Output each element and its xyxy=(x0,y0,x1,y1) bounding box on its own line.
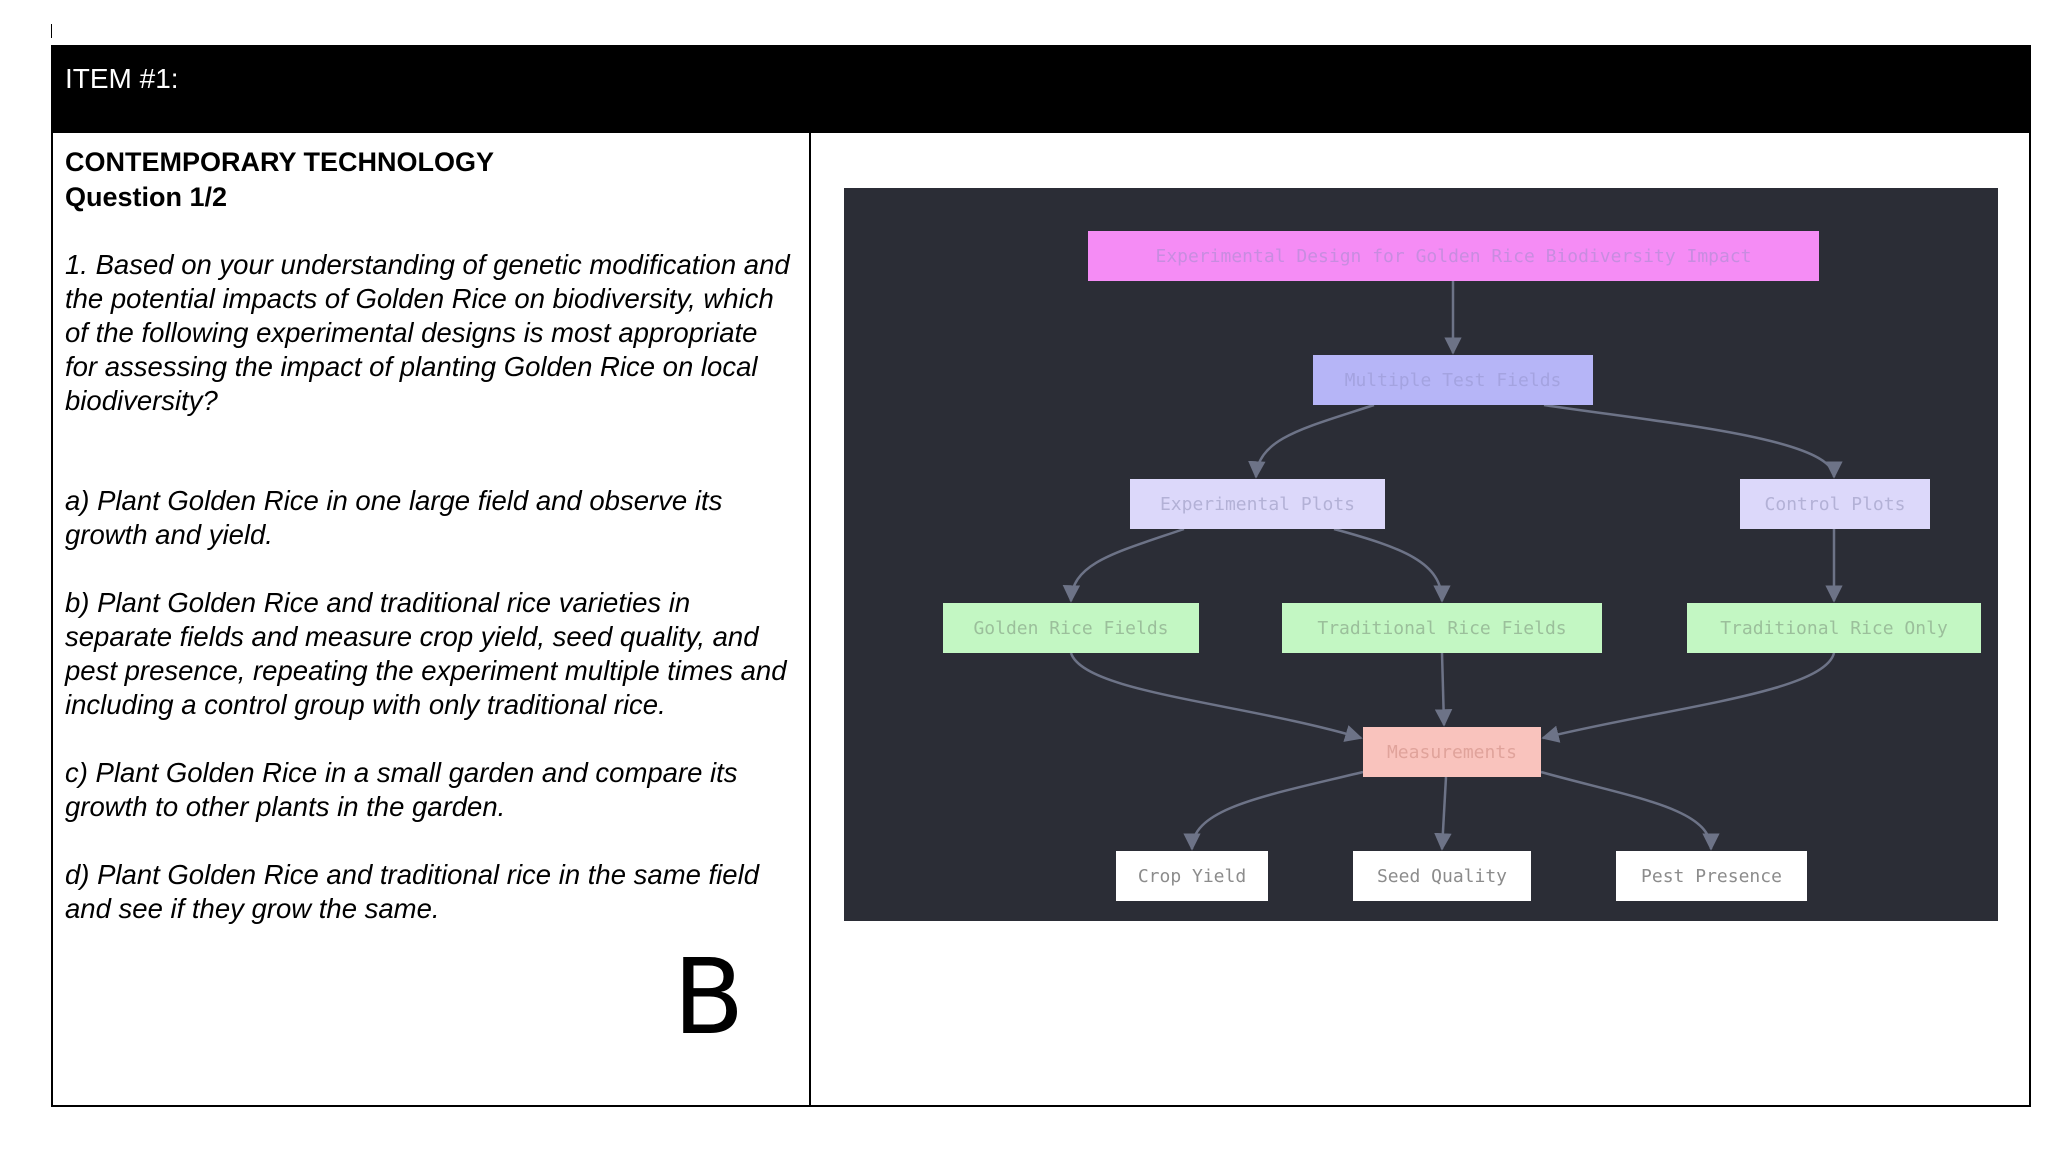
edge-measurements-to-seed-quality xyxy=(1434,776,1452,851)
edge-traditional-to-measurements xyxy=(1434,652,1453,727)
option-c: c) Plant Golden Rice in a small garden a… xyxy=(65,757,738,822)
node-control-plots: Control Plots xyxy=(1740,479,1930,529)
question-prompt: 1. Based on your understanding of geneti… xyxy=(65,249,790,416)
option-d: d) Plant Golden Rice and traditional ric… xyxy=(65,859,759,924)
option-a: a) Plant Golden Rice in one large field … xyxy=(65,485,723,550)
node-pest-presence: Pest Presence xyxy=(1616,851,1807,901)
item-header: ITEM #1: xyxy=(53,47,2029,133)
item-table: ITEM #1: CONTEMPORARY TECHNOLOGY Questio… xyxy=(51,45,2031,1107)
answer-letter: B xyxy=(673,936,745,1058)
question-number: Question 1/2 xyxy=(65,182,228,212)
edge-experimental-to-golden xyxy=(1062,527,1185,603)
edge-measurements-to-pest-presence xyxy=(1540,770,1720,851)
edge-measurements-to-crop-yield xyxy=(1183,770,1364,851)
diagram-cell: Experimental Design for Golden Rice Biod… xyxy=(811,133,2031,1107)
question-cell: CONTEMPORARY TECHNOLOGY Question 1/2 1. … xyxy=(53,133,811,1107)
edge-experimental-to-traditional xyxy=(1333,527,1451,603)
item-label: ITEM #1: xyxy=(65,63,179,94)
edge-golden-to-measurements xyxy=(1069,652,1363,742)
edge-traditional-only-to-measurements xyxy=(1541,652,1836,743)
node-multiple-test-fields: Multiple Test Fields xyxy=(1313,355,1593,405)
node-golden-rice-fields: Golden Rice Fields xyxy=(943,603,1199,653)
node-measurements: Measurements xyxy=(1363,727,1541,777)
node-seed-quality: Seed Quality xyxy=(1353,851,1531,901)
section-title: CONTEMPORARY TECHNOLOGY xyxy=(65,147,495,177)
node-traditional-rice-only: Traditional Rice Only xyxy=(1687,603,1981,653)
node-title: Experimental Design for Golden Rice Biod… xyxy=(1088,231,1819,281)
edge-test-fields-to-experimental xyxy=(1248,403,1375,479)
option-b: b) Plant Golden Rice and traditional ric… xyxy=(65,587,787,720)
flowchart-edges xyxy=(1062,281,1843,851)
text-cursor-mark xyxy=(51,24,52,38)
node-experimental-plots: Experimental Plots xyxy=(1130,479,1385,529)
node-traditional-rice-fields: Traditional Rice Fields xyxy=(1282,603,1602,653)
flowchart-diagram: Experimental Design for Golden Rice Biod… xyxy=(844,188,1998,921)
node-crop-yield: Crop Yield xyxy=(1116,851,1268,901)
edge-test-fields-to-control xyxy=(1543,403,1843,479)
